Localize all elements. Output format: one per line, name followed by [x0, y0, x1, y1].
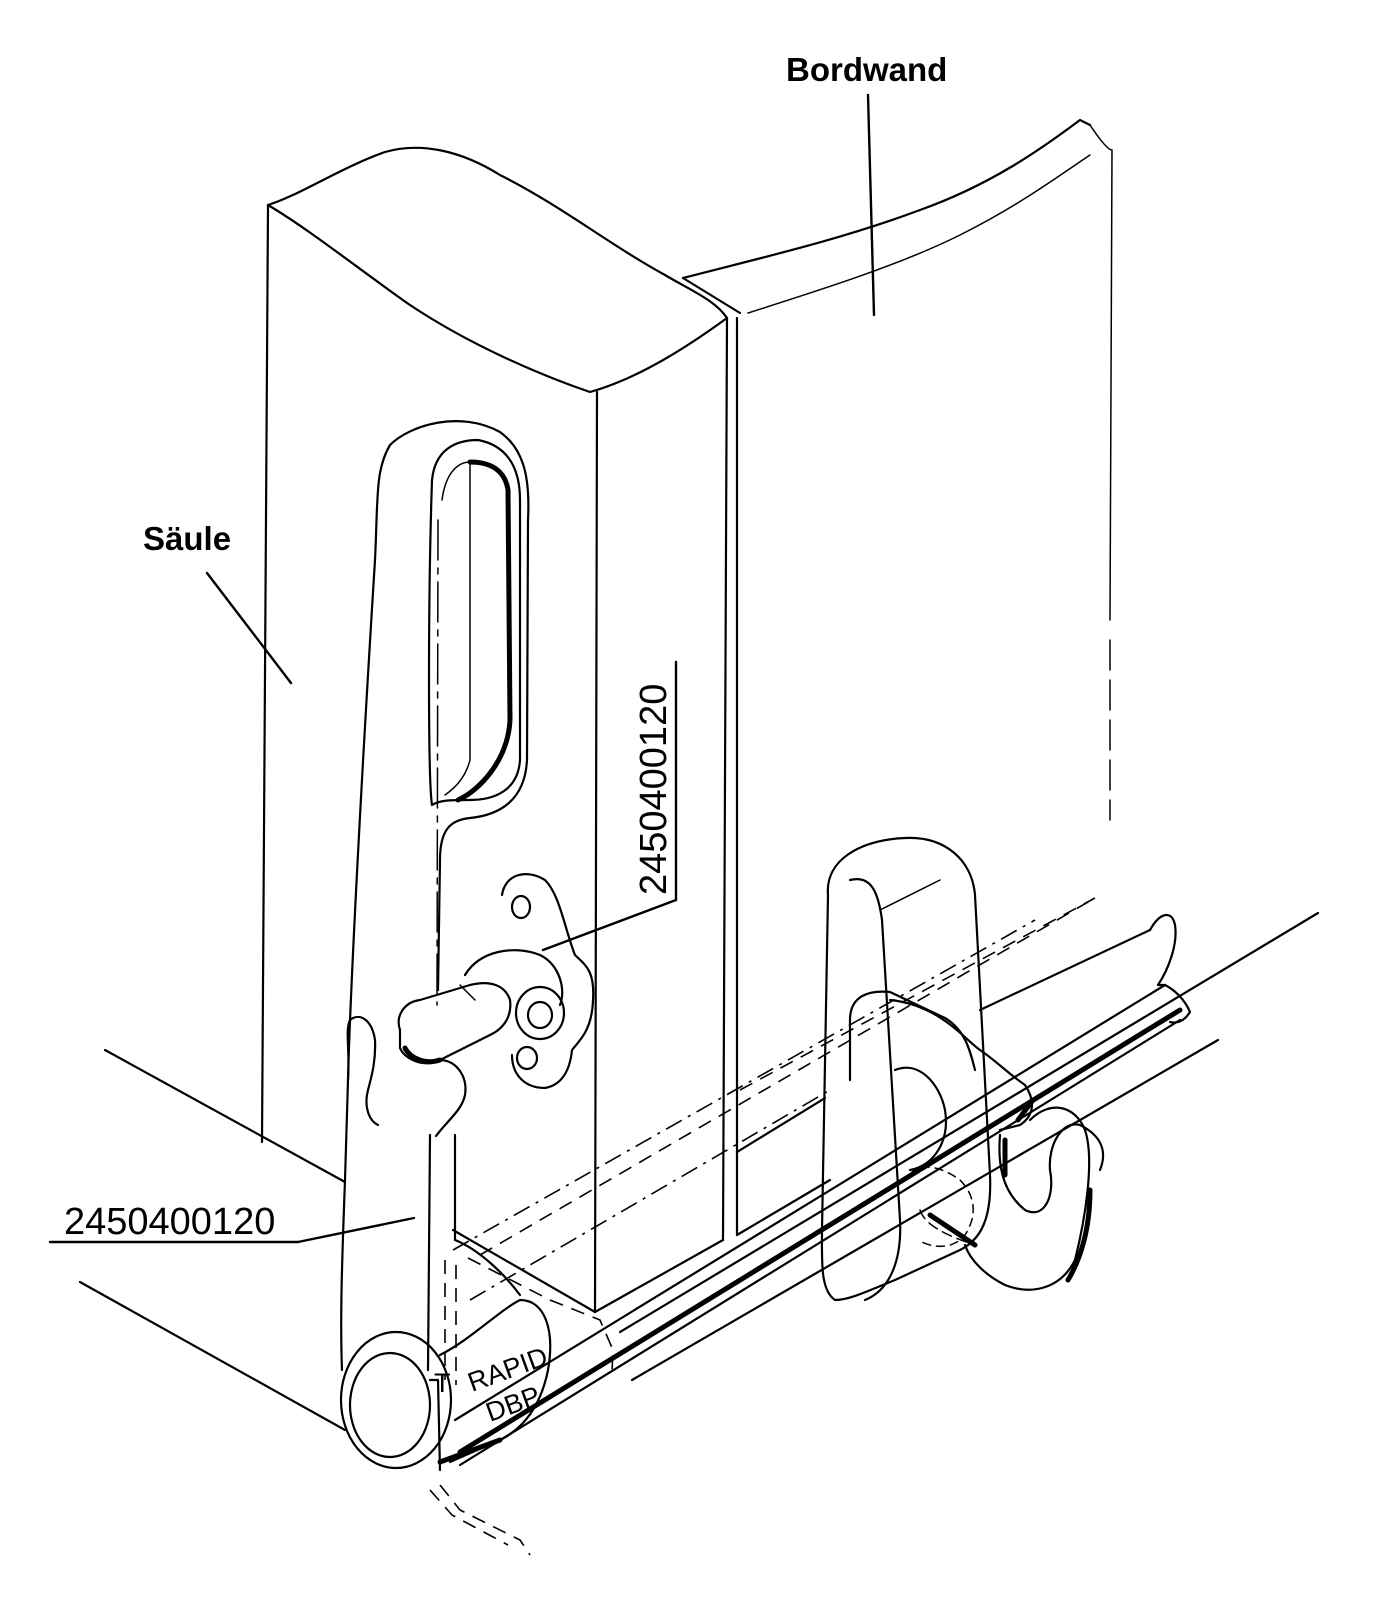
leader-lines	[48, 93, 876, 1244]
part-vertical-leader	[541, 898, 678, 952]
lever-eye	[339, 1298, 552, 1472]
part-horizontal-leader	[296, 1216, 416, 1244]
label-part-number-horizontal: 2450400120	[64, 1201, 275, 1243]
board-wall	[681, 118, 1113, 1237]
lever	[340, 420, 530, 1372]
saeule-leader-line	[205, 571, 293, 685]
bordwand-leader-line	[866, 93, 876, 317]
label-bordwand: Bordwand	[786, 51, 947, 88]
label-part-number-vertical: 2450400120	[633, 684, 675, 895]
post	[260, 146, 729, 1314]
stamp-mark: T	[434, 1368, 451, 1398]
hook-keeper	[820, 836, 1105, 1302]
label-saeule: Säule	[143, 520, 231, 557]
floor-lines	[78, 911, 1320, 1432]
hidden-lines	[429, 897, 1096, 1556]
locking-rod	[453, 914, 1192, 1467]
hinge-bracket	[397, 873, 595, 1090]
